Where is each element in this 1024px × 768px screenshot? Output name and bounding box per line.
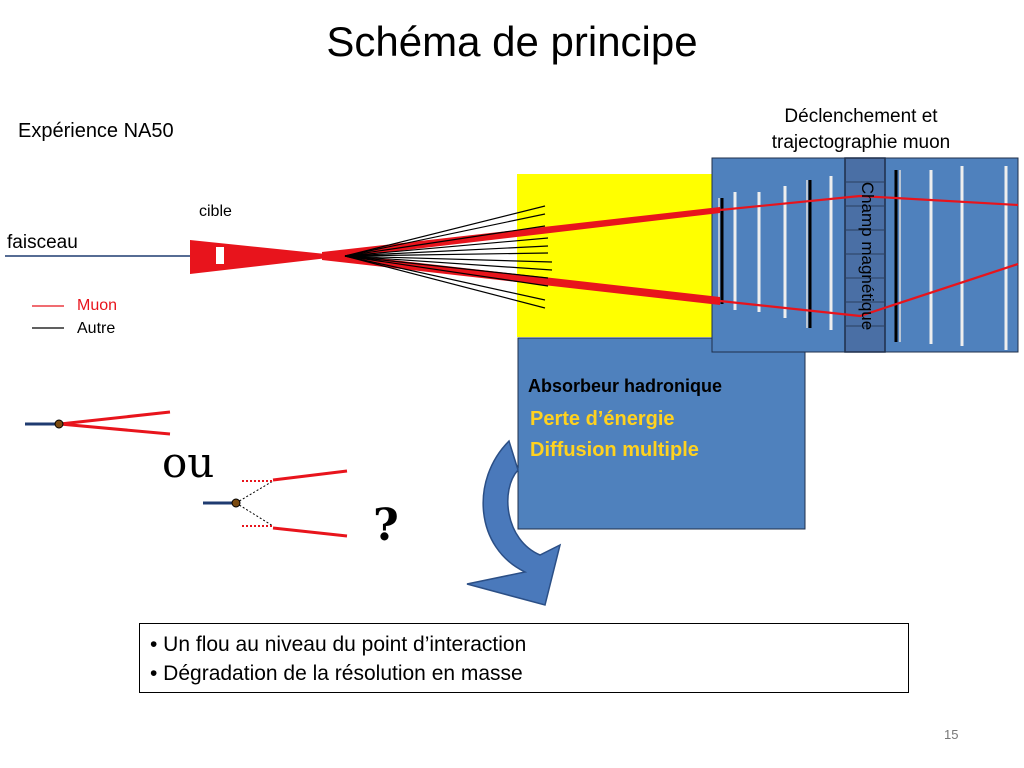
- magnet-segments: [845, 181, 885, 327]
- magnet-column: [844, 157, 886, 353]
- muon-track-lower: [322, 252, 720, 305]
- muon-fan: [190, 240, 345, 274]
- muon-track-upper: [322, 207, 720, 260]
- experiment-label: Expérience NA50: [18, 120, 174, 142]
- absorber-effect-energy-loss: Perte d’énergie: [530, 408, 675, 430]
- trigger-line-2: trajectographie muon: [771, 132, 951, 153]
- legend-other-label: Autre: [77, 320, 116, 337]
- beam-label: faisceau: [7, 232, 78, 253]
- detector-planes: [718, 166, 1008, 350]
- conclusion-item: • Un flou au niveau du point d’interacti…: [150, 633, 527, 656]
- other-tracks: [344, 205, 553, 309]
- curved-arrow: [466, 439, 562, 606]
- hadron-absorber-box: [517, 337, 806, 530]
- vertex-scenario-single: [25, 410, 171, 436]
- muon-spectrometer-tracks: [719, 194, 1019, 318]
- question-mark: ?: [373, 500, 399, 551]
- or-label: ou: [162, 438, 215, 487]
- vertex-scenario-blurred: [203, 469, 348, 538]
- target-label: cible: [199, 203, 232, 220]
- yellow-absorber-zone: [517, 174, 713, 337]
- absorber-effect-multiple-scattering: Diffusion multiple: [530, 439, 699, 461]
- magnetic-field-text: Champ magnétique: [858, 181, 877, 331]
- trigger-tracking-label: Déclenchement et trajectographie muon: [736, 104, 986, 156]
- target: [216, 247, 224, 264]
- conclusions-box: • Un flou au niveau du point d’interacti…: [139, 623, 909, 693]
- page-number: 15: [944, 727, 959, 742]
- trigger-line-1: Déclenchement et: [784, 106, 938, 127]
- magnetic-field-label: Champ magnétique: [849, 160, 885, 352]
- slide-title: Schéma de principe: [326, 18, 698, 65]
- legend-muon-label: Muon: [77, 297, 118, 314]
- absorber-title: Absorbeur hadronique: [528, 376, 723, 396]
- conclusion-item: • Dégradation de la résolution en masse: [150, 662, 523, 685]
